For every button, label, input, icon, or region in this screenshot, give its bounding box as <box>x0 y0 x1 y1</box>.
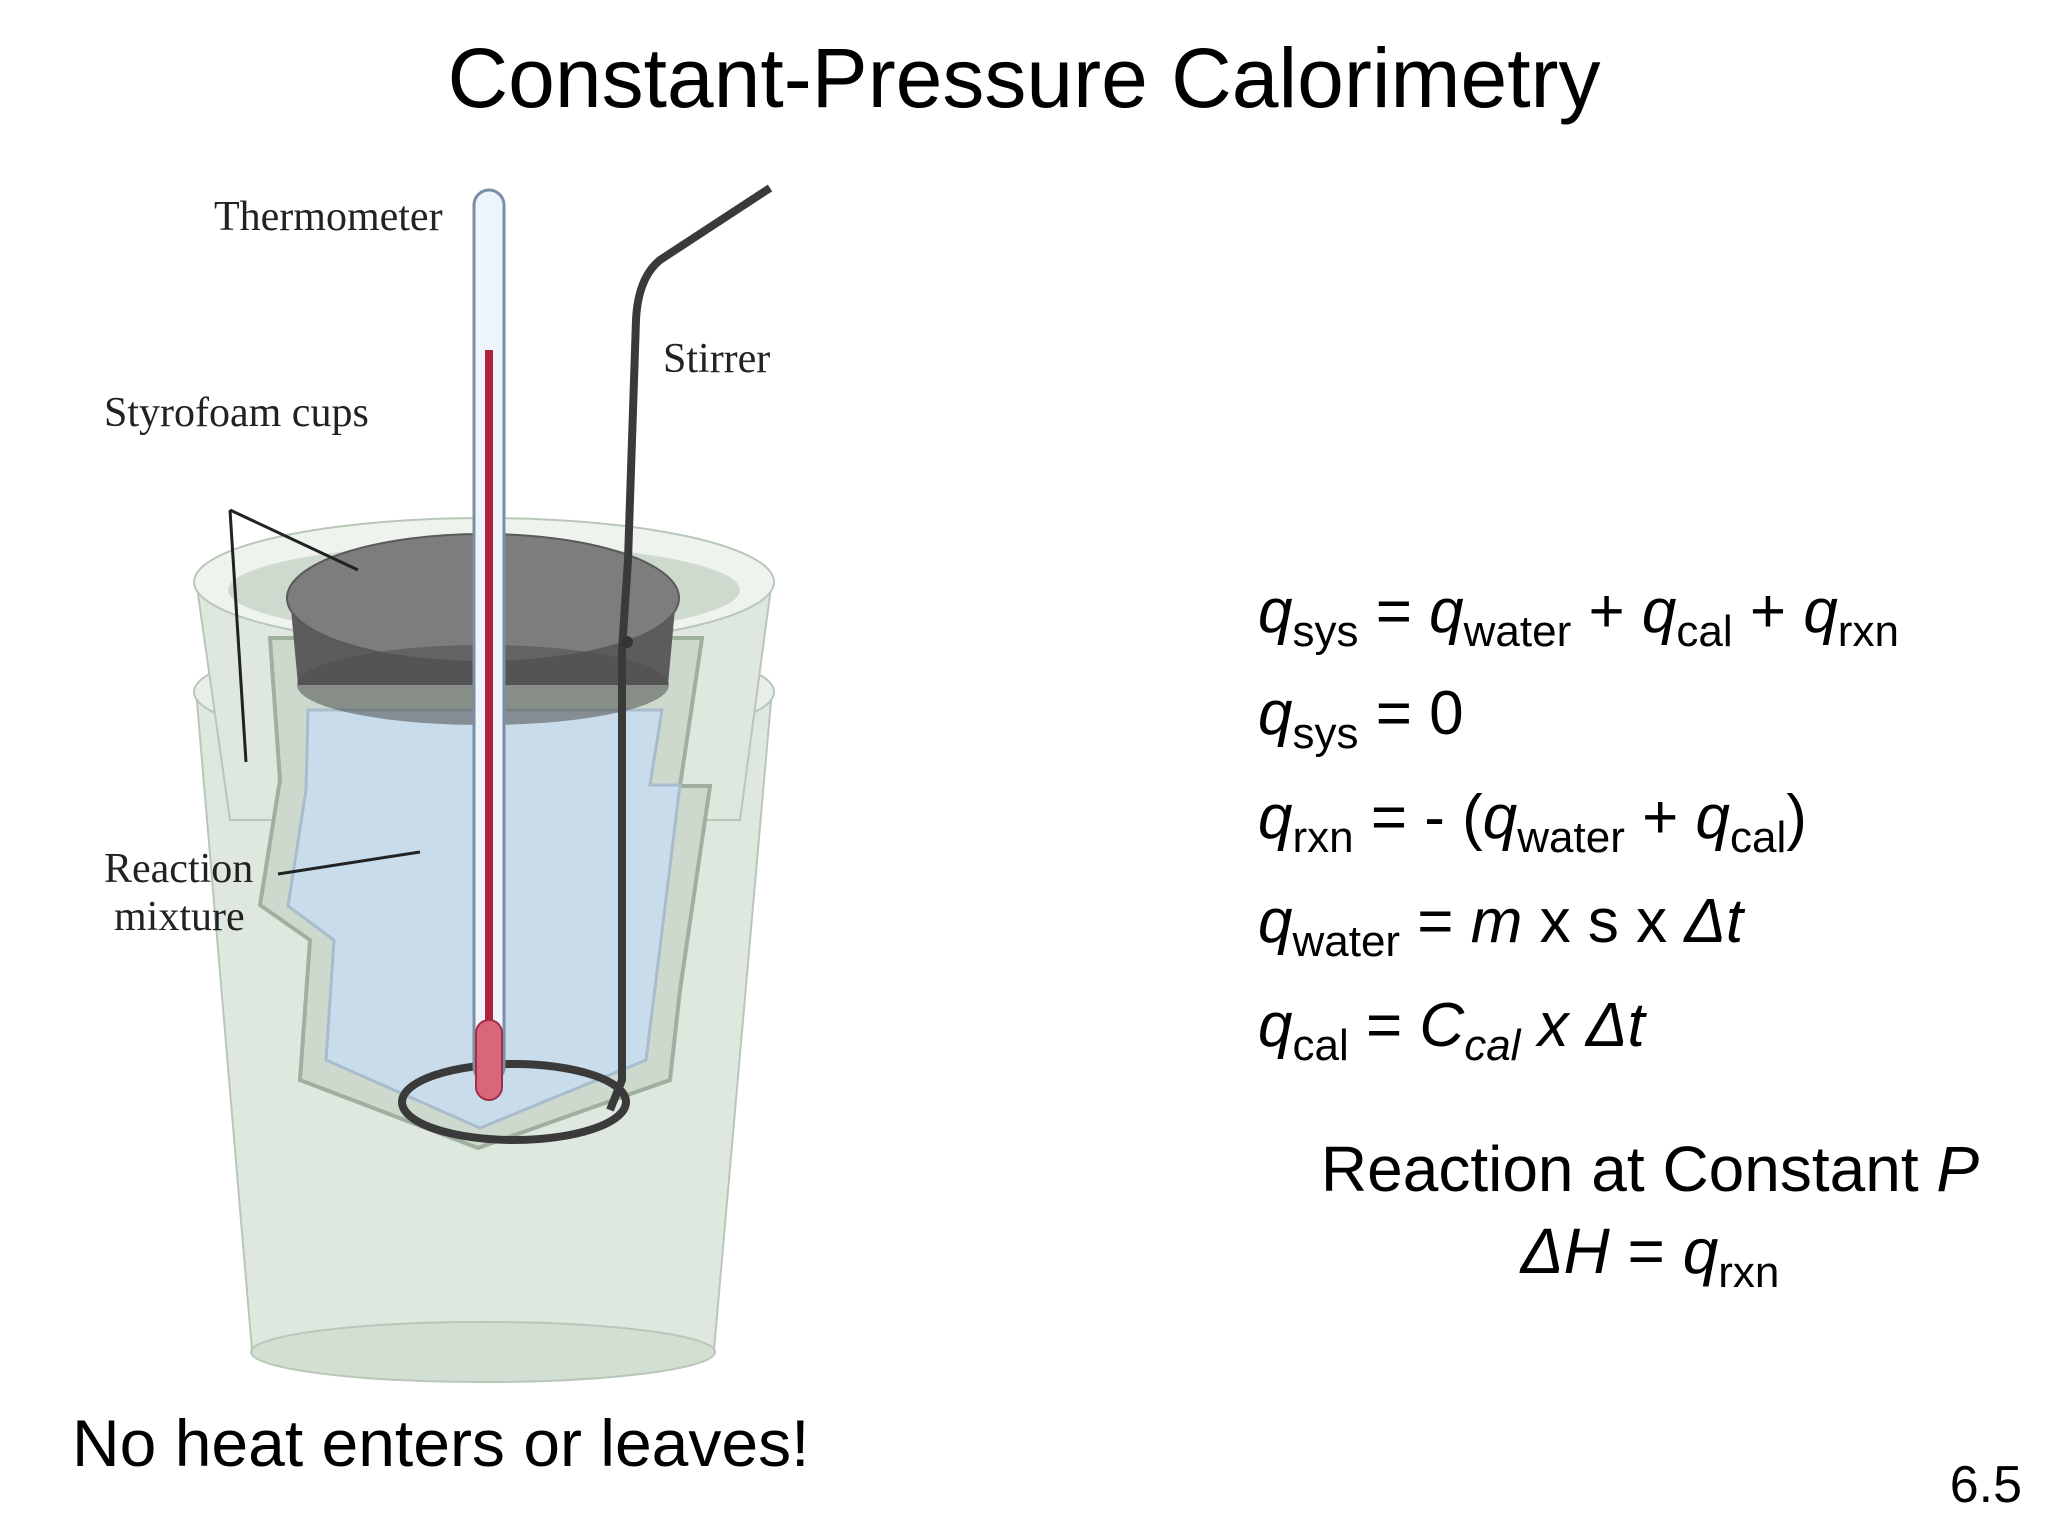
mixture-leader <box>277 850 421 876</box>
stirrer-ring <box>398 1060 630 1144</box>
calorimeter-diagram: Thermometer Stirrer Styrofoam cups React… <box>104 184 775 1383</box>
equation-qcal: qcal = Ccal x Δt <box>1258 991 1645 1070</box>
cups-label: Styrofoam cups <box>104 390 369 436</box>
outer-cup-bottom <box>250 1321 716 1383</box>
cups-leader-inner <box>229 508 359 572</box>
mixture-label-line1: Reaction <box>104 846 253 892</box>
cups-leader-outer <box>228 509 248 763</box>
equation-sum: qsys = qwater + qcal + qrxn <box>1258 577 1899 656</box>
note-line-2: ΔH = qrxn <box>1520 1215 1780 1297</box>
equation-qsys-zero: qsys = 0 <box>1258 679 1464 758</box>
equation-qwater: qwater = m x s x Δt <box>1258 887 1744 966</box>
slide-number: 6.5 <box>1949 1456 2022 1514</box>
slide-title: Constant-Pressure Calorimetry <box>447 31 1601 125</box>
equation-qrxn: qrxn = - (qwater + qcal) <box>1258 783 1807 862</box>
footer-text: No heat enters or leaves! <box>72 1406 810 1480</box>
stirrer-rod <box>606 184 773 1112</box>
stirrer-label: Stirrer <box>663 336 770 382</box>
note-line-1: Reaction at Constant P <box>1320 1133 1980 1205</box>
stirrer-hole <box>621 636 633 648</box>
thermometer-label: Thermometer <box>214 194 443 240</box>
mixture-label-line2: mixture <box>114 894 245 940</box>
thermometer-column <box>485 350 493 1084</box>
thermometer-bulb <box>475 1019 503 1101</box>
